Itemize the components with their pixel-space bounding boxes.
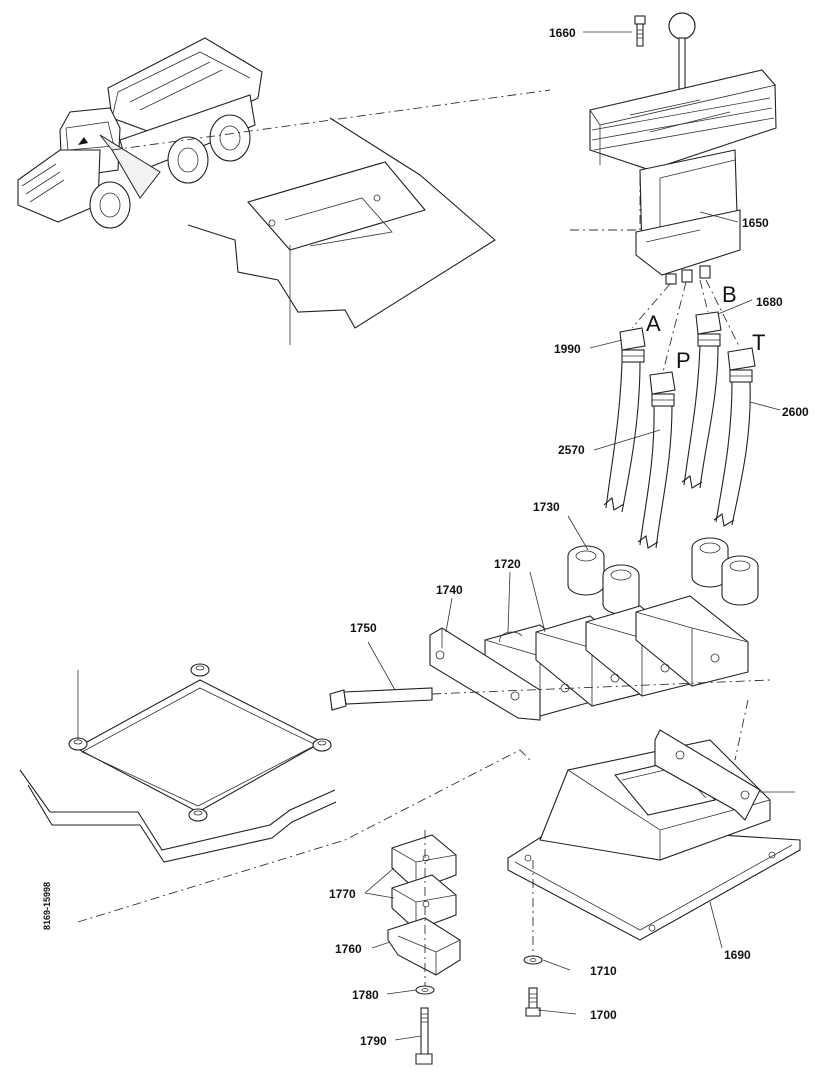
callout-1690: 1690: [724, 948, 751, 962]
washer-1710: [523, 955, 543, 965]
leader-line: [705, 279, 741, 349]
bolt-1660: [634, 15, 646, 47]
leader-line: [111, 89, 551, 151]
callout-1660: 1660: [549, 26, 576, 40]
leader-line: [699, 279, 709, 313]
callout-1710: 1710: [590, 964, 617, 978]
callout-1650: 1650: [742, 216, 769, 230]
hose-B: [681, 311, 722, 489]
callout-1720: 1720: [494, 557, 521, 571]
bracket-1740: [429, 627, 541, 721]
drawing-reference-number: 8169-15998: [42, 882, 52, 930]
hose-P: [637, 371, 676, 549]
callout-2570: 2570: [558, 443, 585, 457]
hose-T: [713, 347, 756, 527]
stud: [188, 808, 208, 822]
bolt-1750: [329, 687, 433, 711]
callout-1680: 1680: [756, 295, 783, 309]
callout-1750: 1750: [350, 621, 377, 635]
leader-line: [734, 699, 749, 761]
u-bracket-1760: [387, 917, 461, 976]
port-label-p: P: [676, 348, 691, 373]
callout-1780: 1780: [352, 988, 379, 1002]
leader-line: [662, 281, 687, 373]
callout-1770: 1770: [329, 887, 356, 901]
cab-floor-detail: [187, 117, 496, 345]
port-label-t: T: [752, 330, 765, 355]
leader-line: [77, 749, 531, 923]
leader-line: [570, 175, 641, 231]
floor-plate: [19, 663, 337, 863]
washer-1780: [415, 985, 435, 995]
clamp-halves-1770: [391, 834, 457, 931]
hose-A: [603, 327, 646, 513]
bolt-1790: [415, 1007, 433, 1065]
truck-illustration: [17, 37, 263, 229]
clamp-blocks-1720: [484, 595, 749, 717]
stud: [312, 738, 332, 752]
port-label-b: B: [722, 282, 737, 307]
callout-leaders: [364, 31, 781, 1041]
callout-1700: 1700: [590, 1008, 617, 1022]
bolt-1700: [525, 987, 541, 1017]
port-label-a: A: [646, 311, 661, 336]
callout-1730: 1730: [533, 500, 560, 514]
callout-1790: 1790: [360, 1034, 387, 1048]
callout-1740: 1740: [436, 583, 463, 597]
callout-1990: 1990: [554, 342, 581, 356]
joystick-valve-1650: [589, 12, 777, 285]
grommets-1730: [567, 537, 759, 615]
callout-2600: 2600: [782, 405, 809, 419]
callout-1760: 1760: [335, 942, 362, 956]
console-housing-1690: [507, 729, 801, 941]
stud: [190, 663, 210, 677]
